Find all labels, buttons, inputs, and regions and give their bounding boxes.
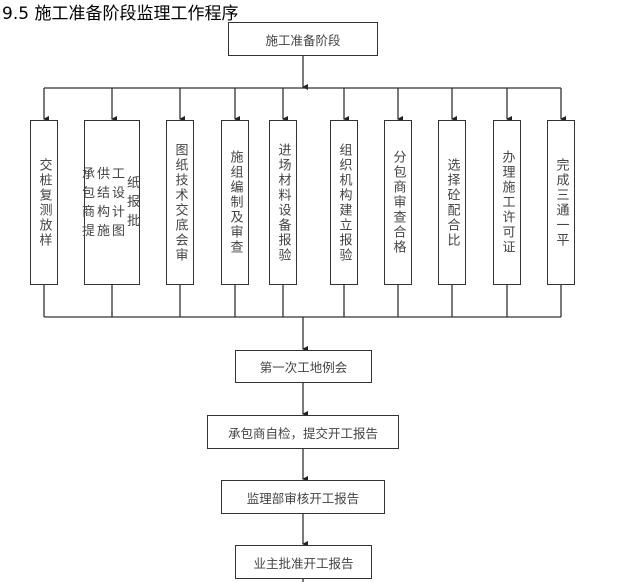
step-label-line: 供结构施 xyxy=(96,166,112,239)
start-box: 施工准备阶段 xyxy=(228,22,378,56)
step-first-site-meeting: 第一次工地例会 xyxy=(235,350,372,383)
step-drawing-submission: 承包商提供结构施工设计图纸报批 xyxy=(81,120,143,285)
step-label-line: 工设计图 xyxy=(112,166,128,239)
step-label: 进场材料设备报验 xyxy=(275,142,291,263)
step-label: 交桩复测放样 xyxy=(36,157,52,248)
step-label: 选择砼配合比 xyxy=(444,157,460,248)
step-concrete-mix-selection: 选择砼配合比 xyxy=(438,120,466,285)
step-owner-approval: 业主批准开工报告 xyxy=(235,545,372,579)
step-label: 图纸技术交底会审 xyxy=(172,142,188,263)
step-label-line: 承包商提 xyxy=(81,166,97,239)
step-label: 施组编制及审查 xyxy=(227,150,243,255)
step-organization-setup: 组织机构建立报验 xyxy=(330,120,358,285)
step-permit-application: 办理施工许可证 xyxy=(493,120,521,285)
step-site-preparation: 完成三通一平 xyxy=(547,120,575,285)
step-label: 办理施工许可证 xyxy=(499,150,515,255)
step-material-inspection: 进场材料设备报验 xyxy=(269,120,297,285)
step-label: 组织机构建立报验 xyxy=(336,142,352,263)
step-contractor-self-check: 承包商自检，提交开工报告 xyxy=(207,415,399,449)
step-construction-plan-review: 施组编制及审查 xyxy=(221,120,249,285)
step-supervision-review: 监理部审核开工报告 xyxy=(221,480,385,514)
step-drawing-review: 图纸技术交底会审 xyxy=(166,120,194,285)
step-label: 分包商审查合格 xyxy=(390,150,406,255)
page-title: 9.5 施工准备阶段监理工作程序 xyxy=(2,4,239,24)
step-label: 完成三通一平 xyxy=(553,157,569,248)
step-label-line: 纸报批 xyxy=(127,176,143,229)
step-subcontractor-review: 分包商审查合格 xyxy=(384,120,412,285)
step-pile-handover-survey: 交桩复测放样 xyxy=(30,120,58,285)
